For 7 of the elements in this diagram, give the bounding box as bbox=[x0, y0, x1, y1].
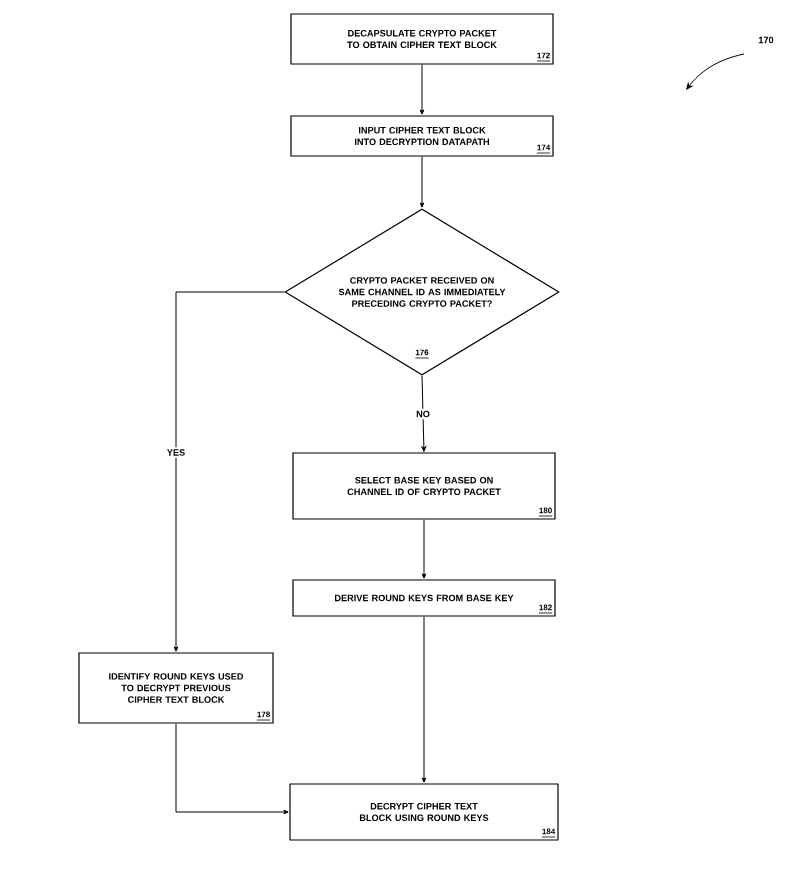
arrow bbox=[421, 375, 427, 452]
arrow bbox=[419, 64, 425, 115]
arrow bbox=[421, 616, 427, 783]
arrow bbox=[419, 156, 425, 208]
arrow bbox=[175, 723, 289, 815]
arrow bbox=[421, 519, 427, 579]
arrow bbox=[173, 291, 285, 652]
